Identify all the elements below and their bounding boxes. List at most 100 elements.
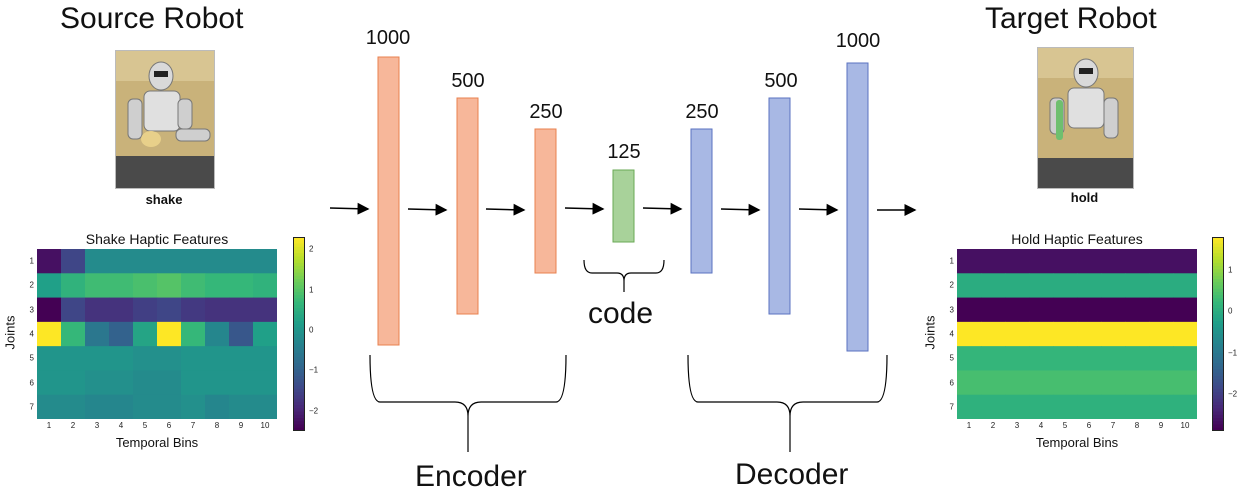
target-colorbar-segment	[1212, 398, 1224, 403]
source-colorbar-segment	[293, 356, 305, 361]
target-colorbar-segment	[1212, 262, 1224, 267]
target-colorbar-tick: −1	[1228, 348, 1238, 358]
target-heatmap-cell	[1125, 394, 1150, 419]
target-y-tick: 5	[949, 353, 954, 363]
source-colorbar-segment	[293, 385, 305, 390]
target-colorbar-segment	[1212, 395, 1224, 400]
source-heatmap-cell	[61, 321, 86, 347]
target-y-tick: 3	[949, 305, 954, 315]
target-colorbar-tick: −2	[1228, 389, 1238, 399]
source-heatmap-cell	[181, 273, 206, 299]
target-heatmap-cell	[957, 273, 982, 299]
target-colorbar-segment	[1212, 301, 1224, 306]
source-heatmap-cell	[133, 394, 158, 419]
source-heatmap-cell	[37, 297, 62, 323]
target-heatmap-cell	[1125, 321, 1150, 347]
source-heatmap-cell	[61, 370, 86, 396]
target-heatmap-cell	[1173, 273, 1197, 299]
target-colorbar-segment	[1212, 259, 1224, 264]
decoder-layer-2-size: 500	[764, 70, 798, 92]
encoder-layer-2-size: 500	[451, 70, 485, 92]
source-heatmap-cell	[133, 370, 158, 396]
target-heatmap-cell	[981, 346, 1006, 371]
encoder-layer-2	[456, 97, 479, 315]
source-heatmap-cell	[109, 273, 134, 299]
target-colorbar-segment	[1212, 421, 1224, 426]
decoder-layer-2	[768, 97, 791, 315]
decoder-layer-1	[690, 128, 713, 274]
target-heatmap-cell	[957, 321, 982, 347]
target-x-tick: 2	[990, 421, 996, 430]
source-heatmap-cell	[181, 394, 206, 419]
source-heatmap-cell	[109, 249, 134, 274]
source-x-tick: 8	[214, 421, 220, 430]
source-heatmap-cell	[37, 370, 62, 396]
source-heatmap-cell	[181, 249, 206, 274]
target-heatmap-cell	[1101, 273, 1126, 299]
target-heatmap-cell	[981, 273, 1006, 299]
source-heatmap-cell	[85, 249, 110, 274]
source-colorbar-segment	[293, 346, 305, 351]
source-colorbar-segment	[293, 343, 305, 348]
source-heatmap-cell	[109, 321, 134, 347]
source-colorbar-segment	[293, 301, 305, 306]
target-x-tick: 3	[1014, 421, 1020, 430]
code-label: code	[588, 297, 654, 330]
target-heatmap	[957, 249, 1197, 419]
source-colorbar-segment	[293, 285, 305, 290]
source-heatmap-cell	[229, 297, 254, 323]
target-colorbar-segment	[1212, 392, 1224, 396]
target-heatmap-cell	[957, 394, 982, 419]
source-heatmap-cell	[37, 346, 62, 371]
source-colorbar-segment	[293, 376, 305, 380]
source-heatmap-cell	[85, 273, 110, 299]
source-heatmap	[37, 249, 277, 419]
source-colorbar	[293, 237, 305, 431]
source-heatmap-cell	[61, 394, 86, 419]
source-robot-title: Source Robot	[60, 2, 244, 35]
source-colorbar-segment	[293, 262, 305, 267]
target-colorbar-segment	[1212, 279, 1224, 283]
source-heatmap-cell	[85, 346, 110, 371]
target-heatmap-cell	[1005, 273, 1030, 299]
source-x-tick: 10	[260, 421, 270, 430]
target-heatmap-cell	[981, 249, 1006, 274]
target-x-tick: 8	[1134, 421, 1140, 430]
source-colorbar-segment	[293, 317, 305, 322]
target-colorbar-segment	[1212, 408, 1224, 413]
target-colorbar-segment	[1212, 321, 1224, 325]
source-x-tick: 5	[142, 421, 148, 430]
decoder-layer-3	[846, 62, 869, 352]
source-heatmap-cell	[157, 394, 182, 419]
source-x-tick: 4	[118, 421, 124, 430]
target-heatmap-cell	[1125, 273, 1150, 299]
target-colorbar-segment	[1212, 427, 1224, 431]
target-heatmap-cell	[1101, 297, 1126, 323]
source-heatmap-cell	[253, 394, 277, 419]
source-heatmap-cell	[133, 321, 158, 347]
target-heatmap-cell	[1101, 370, 1126, 396]
source-colorbar-segment	[293, 392, 305, 396]
source-colorbar-segment	[293, 337, 305, 341]
target-colorbar-segment	[1212, 376, 1224, 380]
target-colorbar-segment	[1212, 334, 1224, 338]
source-colorbar-segment	[293, 330, 305, 335]
source-y-tick: 3	[29, 305, 34, 315]
source-colorbar-segment	[293, 272, 305, 277]
target-heatmap-cell	[1005, 249, 1030, 274]
source-heatmap-cell	[205, 297, 230, 323]
encoder-label: Encoder	[415, 460, 527, 493]
target-colorbar	[1212, 237, 1224, 431]
source-heatmap-cell	[61, 249, 86, 274]
source-heatmap-cell	[205, 249, 230, 274]
target-colorbar-segment	[1212, 340, 1224, 345]
source-colorbar-tick: 2	[309, 244, 314, 254]
arrow-input	[329, 202, 370, 215]
target-colorbar-border	[1212, 237, 1224, 431]
source-colorbar-segment	[293, 395, 305, 400]
source-heatmap-cell	[109, 394, 134, 419]
